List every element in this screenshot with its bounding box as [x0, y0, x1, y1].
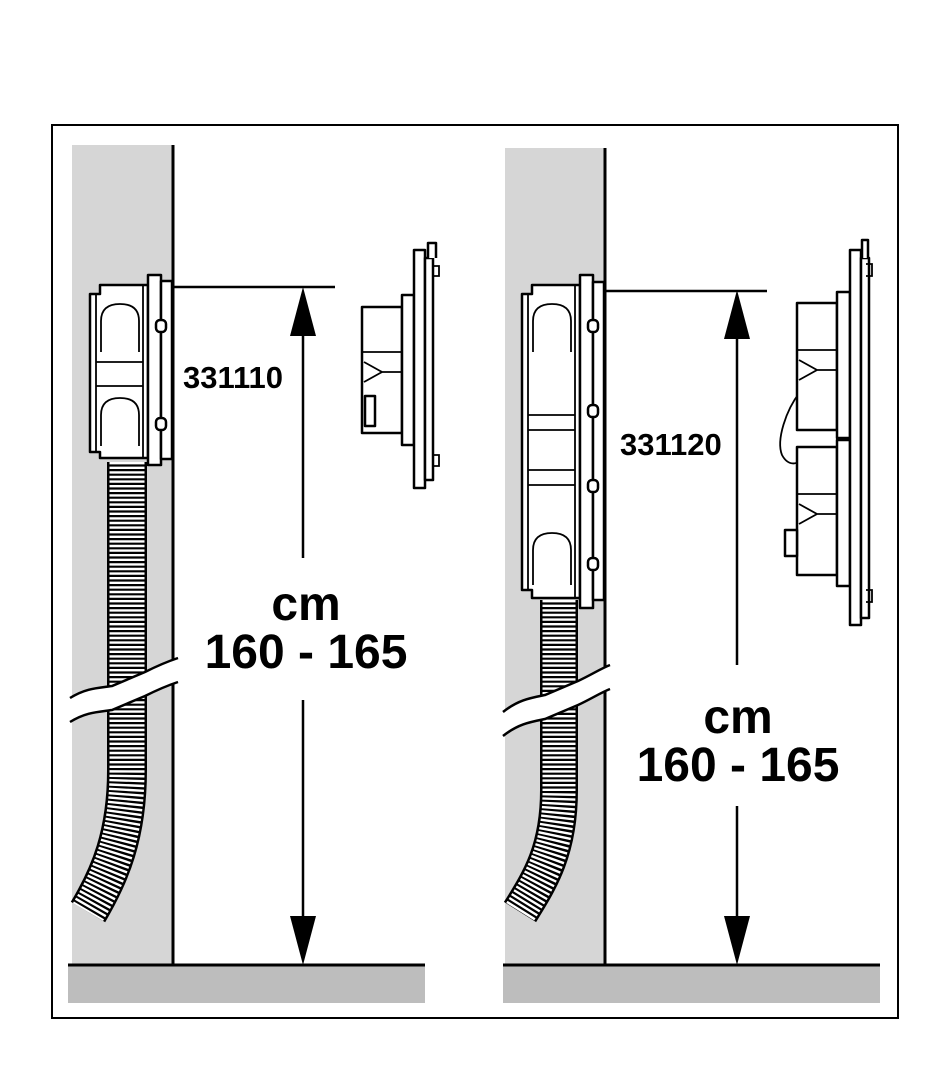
panel-left: cm 160 - 165 331110: [68, 145, 439, 1003]
box-flange-peg: [588, 558, 598, 570]
box-flange-front: [161, 281, 172, 459]
arrow-down-icon: [724, 916, 750, 965]
flush-box-small: [90, 275, 172, 465]
panel-right: cm 160 - 165 331120: [501, 148, 880, 1003]
device-front-step: [402, 295, 414, 445]
arrow-up-icon: [290, 287, 316, 336]
diagram-frame: [52, 125, 898, 1018]
module-tab: [785, 530, 797, 556]
device-front-step: [837, 440, 850, 586]
device-side-view-small: [362, 243, 439, 488]
floor-section: [68, 965, 425, 1003]
device-plate: [850, 250, 861, 625]
product-code-label: 331110: [183, 360, 283, 395]
box-flange-peg: [156, 320, 166, 332]
flush-box-large: [522, 275, 604, 608]
dimension-unit: cm: [703, 691, 772, 744]
dimension-value: 160 - 165: [205, 626, 408, 679]
module-tab: [365, 396, 375, 426]
device-front-step: [837, 292, 850, 438]
box-flange-peg: [588, 405, 598, 417]
device-plate: [414, 250, 425, 488]
device-cover: [425, 258, 433, 480]
box-flange: [148, 275, 161, 465]
device-clip: [428, 243, 436, 258]
floor-section: [503, 965, 880, 1003]
box-flange-peg: [588, 320, 598, 332]
box-flange-peg: [156, 418, 166, 430]
device-module: [797, 447, 837, 575]
dimension-unit: cm: [271, 578, 340, 631]
arrow-up-icon: [724, 290, 750, 339]
device-cover: [861, 258, 869, 618]
product-code-label: 331120: [620, 427, 722, 462]
device-module: [797, 303, 837, 430]
device-clip: [862, 240, 868, 258]
dimension-value: 160 - 165: [637, 739, 840, 792]
arrow-down-icon: [290, 916, 316, 965]
device-side-view-large: [780, 240, 872, 625]
box-flange-peg: [588, 480, 598, 492]
